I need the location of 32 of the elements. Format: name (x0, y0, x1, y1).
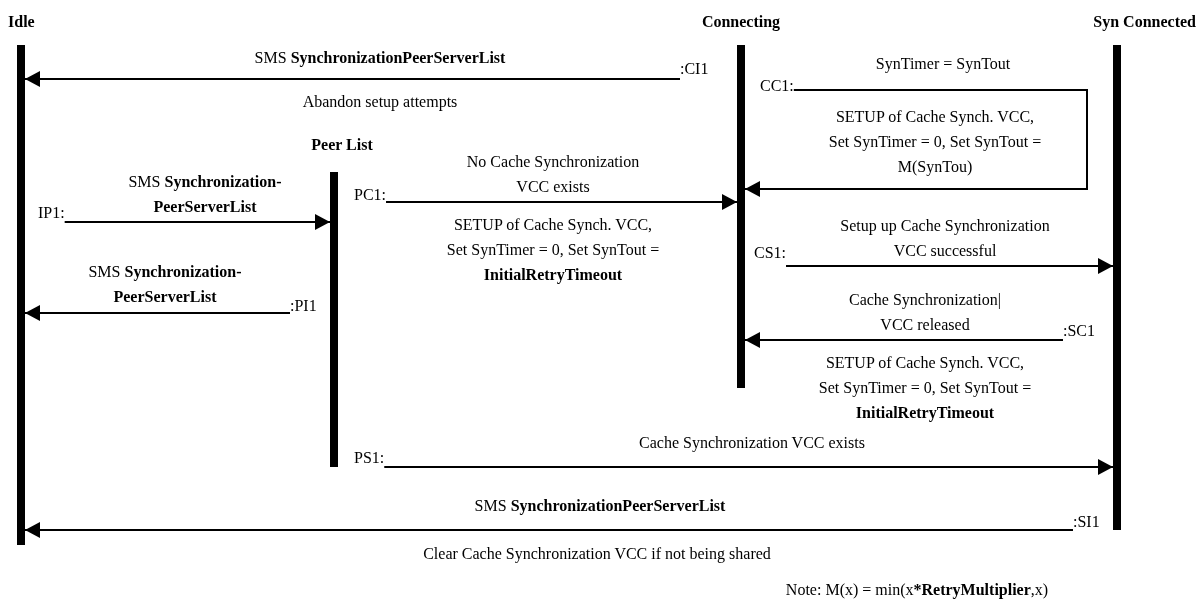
state-bar (17, 45, 25, 545)
action-text: SETUP of Cache Synch. VCC, Set SynTimer = 0, Set SynTout = InitialRetryTimeout (817, 353, 1033, 424)
action-text: Clear Cache Synchronization VCC if not being shared (423, 544, 771, 565)
transition-id: :SI1 (1073, 513, 1100, 531)
arrow (785, 258, 1114, 274)
transition-id: :SC1 (1063, 322, 1095, 340)
note: Note: M(x) = min(x*RetryMultiplier,x) (785, 580, 1049, 601)
transition-id: CC1: (760, 77, 794, 95)
action-text: Abandon setup attempts (302, 92, 458, 113)
state-heading: Connecting (701, 13, 781, 31)
transition-id: PS1: (354, 449, 385, 467)
arrow (24, 305, 291, 321)
transition-id: PC1: (354, 186, 386, 204)
arrow (744, 332, 1064, 348)
arrow (744, 89, 1088, 197)
state-heading: Idle (8, 13, 35, 31)
transition-id: CS1: (754, 244, 786, 262)
arrow (383, 459, 1114, 475)
action-text: SETUP of Cache Synch. VCC, Set SynTimer = 0, Set SynTout = M(SynTou) (827, 107, 1043, 178)
transition-id: IP1: (38, 204, 65, 222)
state-heading: Peer List (311, 136, 373, 154)
state-heading: Syn Connected (1093, 13, 1196, 31)
state-bar (330, 172, 338, 467)
state-bar (737, 45, 745, 388)
arrow (24, 522, 1074, 538)
action-text: SETUP of Cache Synch. VCC, Set SynTimer = 0, Set SynTout = InitialRetryTimeout (445, 215, 661, 286)
arrow (385, 194, 738, 210)
arrow (24, 71, 681, 87)
transition-id: :PI1 (290, 297, 317, 315)
arrow (63, 214, 331, 230)
state-bar (1113, 45, 1121, 530)
transition-id: :CI1 (680, 60, 709, 78)
